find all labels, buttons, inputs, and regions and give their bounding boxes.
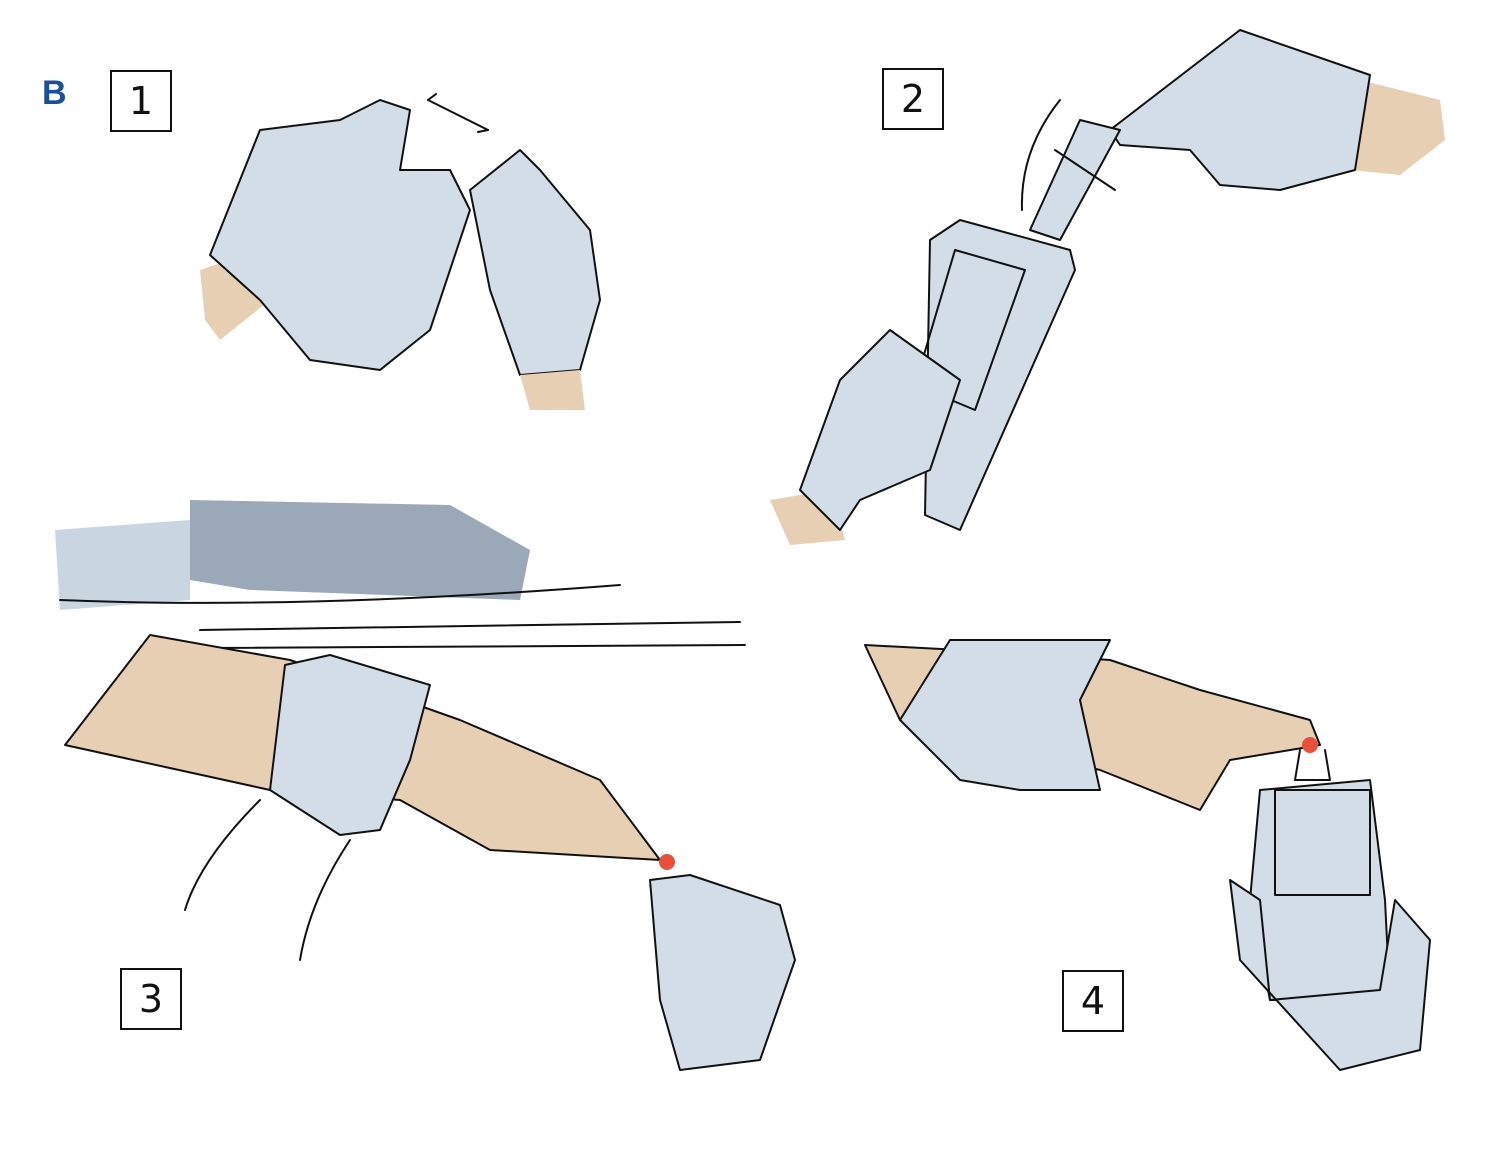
step-3-label: 3	[120, 968, 182, 1030]
step-4-label: 4	[1062, 970, 1124, 1032]
step-3-finger-prick	[55, 500, 796, 1071]
panel-label: B	[42, 74, 67, 112]
step-1-gloved-hands	[200, 93, 601, 410]
step-4-apply-blood	[864, 639, 1431, 1071]
step-1-label: 1	[110, 70, 172, 132]
step-2-meter-and-strip	[770, 29, 1445, 545]
step-2-label: 2	[882, 68, 944, 130]
blood-drop-3	[659, 854, 675, 870]
blood-drop-4	[1302, 737, 1318, 753]
